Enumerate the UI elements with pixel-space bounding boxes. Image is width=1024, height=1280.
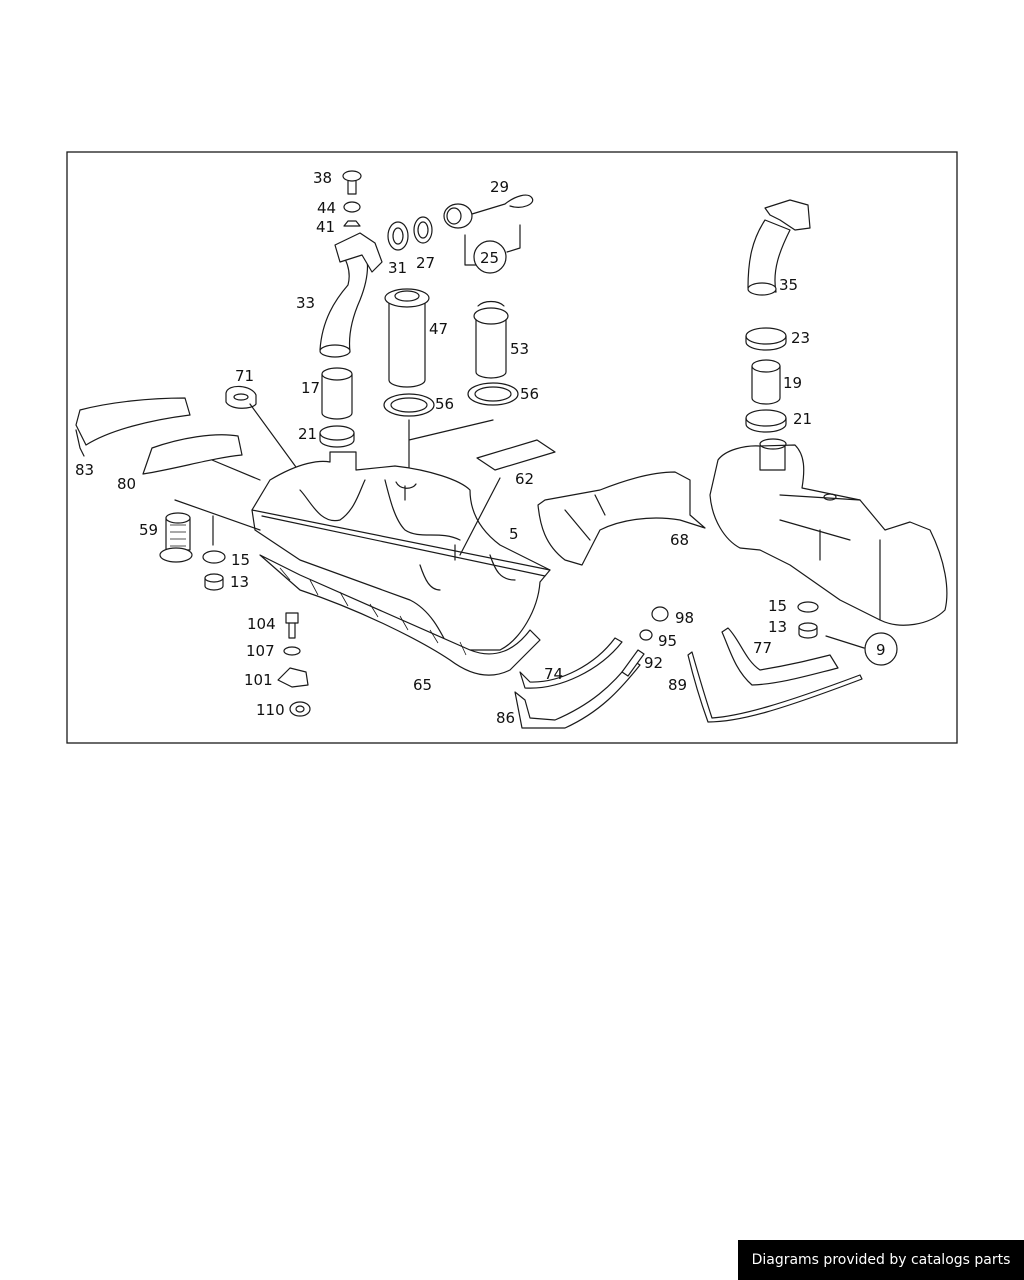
part-label: 104	[247, 615, 276, 633]
part-label: 56	[520, 385, 539, 403]
tank-strap-part	[519, 637, 623, 689]
part-label: 44	[317, 199, 336, 217]
part-label: 65	[413, 676, 432, 694]
part-label: 23	[791, 329, 810, 347]
part-label: 15	[768, 597, 787, 615]
part-label: 15	[231, 551, 250, 569]
part-label: 68	[670, 531, 689, 549]
part-label: 56	[435, 395, 454, 413]
part-label: 107	[246, 642, 275, 660]
fuel-sender-part	[384, 288, 430, 388]
part-label: 53	[510, 340, 529, 358]
part-label: 110	[256, 701, 285, 719]
drain-plug-part	[798, 622, 818, 639]
part-label: 29	[490, 178, 509, 196]
bolt-part	[285, 612, 299, 639]
part-label: 21	[298, 425, 317, 443]
skid-plate-part	[259, 554, 541, 676]
filler-cap-part	[443, 194, 534, 229]
part-label: 77	[753, 639, 772, 657]
part-label: 31	[388, 259, 407, 277]
part-label: 74	[544, 665, 563, 683]
gasket-ring-part	[383, 393, 435, 417]
hose-clamp-part	[745, 409, 787, 433]
part-label: 33	[296, 294, 315, 312]
fuel-tank-part	[251, 451, 551, 651]
part-number-labels: 38 44 41 31 27 29 25 33 47 53 35 23 19 2…	[75, 169, 886, 727]
part-label: 41	[316, 218, 335, 236]
right-tank-part	[709, 438, 948, 626]
hose-clamp-part	[319, 425, 355, 448]
reference-circle-25	[473, 240, 507, 274]
bracket-part	[277, 667, 309, 688]
part-label: 101	[244, 671, 273, 689]
washer-part	[283, 646, 301, 656]
part-label: 95	[658, 632, 677, 650]
fuel-pump-part	[473, 300, 509, 379]
attribution-footer: Diagrams provided by catalogs parts	[738, 1240, 1024, 1280]
vent-hose-part	[747, 199, 811, 296]
part-label: 47	[429, 320, 448, 338]
part-label: 27	[416, 254, 435, 272]
part-label: 5	[509, 525, 519, 543]
part-label: 86	[496, 709, 515, 727]
part-label: 9	[876, 641, 886, 659]
part-label: 62	[515, 470, 534, 488]
tank-shield-part	[537, 471, 706, 566]
part-label: 89	[668, 676, 687, 694]
label-plate-part	[476, 439, 556, 471]
tank-strap-part	[721, 627, 839, 686]
washer-part	[639, 629, 653, 641]
reference-circle-9	[864, 632, 898, 666]
seal-ring-part	[413, 216, 433, 244]
fuel-strainer-part	[159, 512, 193, 563]
hose-connector-part	[751, 359, 781, 405]
part-label: 92	[644, 654, 663, 672]
part-label: 19	[783, 374, 802, 392]
part-label: 13	[768, 618, 787, 636]
heat-shield-part	[142, 434, 243, 475]
drain-plug-part	[204, 573, 224, 591]
part-label: 38	[313, 169, 332, 187]
nut-part	[289, 701, 311, 717]
part-label: 17	[301, 379, 320, 397]
nut-part	[651, 606, 669, 622]
part-label: 35	[779, 276, 798, 294]
part-label: 13	[230, 573, 249, 591]
hose-clamp-part	[745, 327, 787, 351]
part-label: 83	[75, 461, 94, 479]
screw-part	[342, 170, 362, 195]
part-label: 21	[793, 410, 812, 428]
insulation-strip-part	[75, 397, 191, 446]
washer-part	[343, 201, 361, 213]
seal-washer-part	[797, 601, 819, 613]
tank-strap-part	[687, 651, 863, 723]
part-label: 25	[480, 249, 499, 267]
seal-washer-part	[202, 550, 226, 564]
part-label: 80	[117, 475, 136, 493]
filler-hose-part	[319, 232, 383, 358]
gasket-ring-part	[467, 382, 519, 406]
threaded-rod-part	[621, 649, 645, 677]
diagram-frame	[66, 151, 958, 744]
clip-part	[343, 220, 361, 227]
part-label: 98	[675, 609, 694, 627]
rubber-pad-part	[225, 385, 257, 409]
grommet-ring-part	[387, 221, 409, 251]
part-label: 71	[235, 367, 254, 385]
hose-sleeve-part	[321, 367, 353, 420]
part-label: 59	[139, 521, 158, 539]
